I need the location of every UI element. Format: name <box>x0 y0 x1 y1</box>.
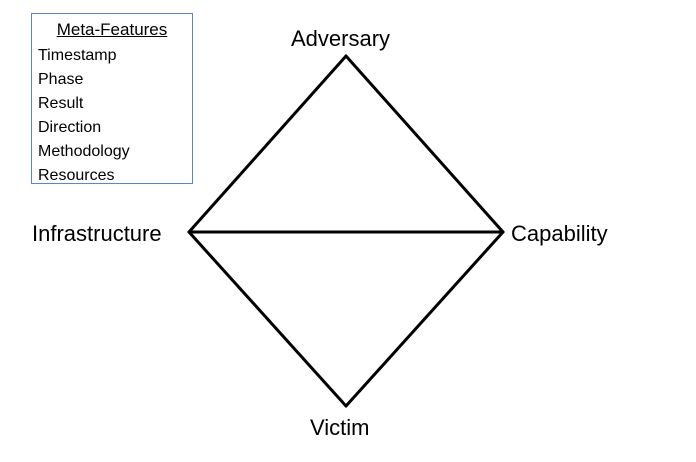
meta-features-box: Meta-Features Timestamp Phase Result Dir… <box>31 13 193 184</box>
meta-feature-item: Timestamp <box>38 47 117 64</box>
meta-feature-item: Methodology <box>38 143 130 160</box>
vertex-label-adversary: Adversary <box>291 26 391 51</box>
edge-victim-infrastructure <box>187 230 348 408</box>
meta-feature-item: Resources <box>38 167 115 184</box>
meta-feature-item: Result <box>38 95 84 112</box>
meta-feature-item: Direction <box>38 119 102 136</box>
edge-capability-victim <box>344 230 505 408</box>
vertex-label-infrastructure: Infrastructure <box>32 221 162 246</box>
edge-infrastructure-adversary <box>187 54 348 234</box>
vertex-label-victim: Victim <box>310 415 370 440</box>
edge-adversary-capability <box>344 54 505 234</box>
vertex-label-capability: Capability <box>511 221 608 246</box>
meta-features-list: Timestamp Phase Result Direction Methodo… <box>38 44 130 188</box>
meta-features-title: Meta-Features <box>56 20 168 39</box>
meta-feature-item: Phase <box>38 71 84 88</box>
